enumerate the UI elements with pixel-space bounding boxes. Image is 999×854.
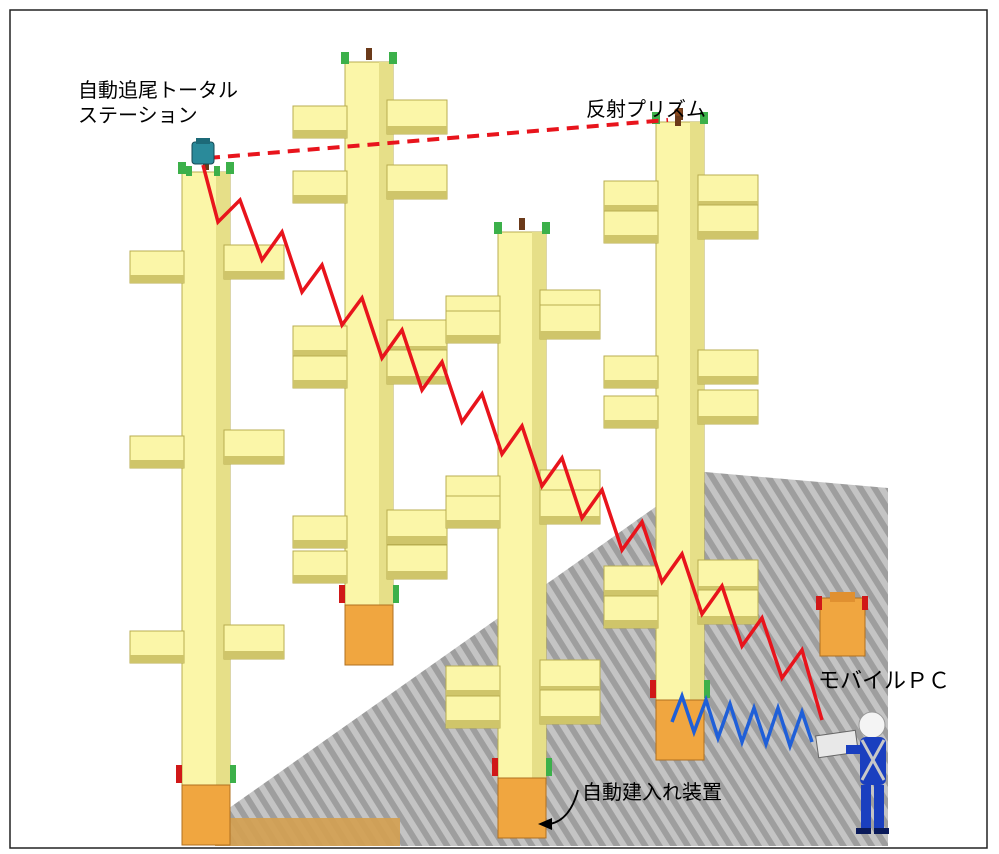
- device-arrowhead: [538, 818, 552, 830]
- column-base-box: [816, 592, 868, 657]
- worker-icon: [815, 711, 889, 834]
- label-auto-erection-device: 自動建入れ装置: [582, 780, 722, 804]
- label-total-station-line2: ステーション: [78, 103, 198, 127]
- wireless-link-red: [201, 164, 824, 721]
- border: [9, 9, 988, 849]
- total-station-icon: [186, 138, 220, 176]
- steel-columns: [129, 48, 759, 846]
- column-1: [129, 158, 285, 846]
- label-prism: 反射プリズム: [586, 97, 706, 121]
- deck-edge: [215, 818, 400, 846]
- column-2: [292, 48, 448, 666]
- label-mobile-pc: モバイルＰＣ: [818, 669, 951, 694]
- label-total-station: 自動追尾トータル ステーション: [78, 78, 238, 128]
- wireless-link-blue: [670, 690, 814, 752]
- prism-icon: [674, 108, 682, 126]
- laser-line: [207, 118, 669, 160]
- column-4: [603, 108, 759, 761]
- label-total-station-line1: 自動追尾トータル: [78, 78, 238, 102]
- device-arrow: [549, 789, 579, 825]
- column-3: [445, 218, 601, 839]
